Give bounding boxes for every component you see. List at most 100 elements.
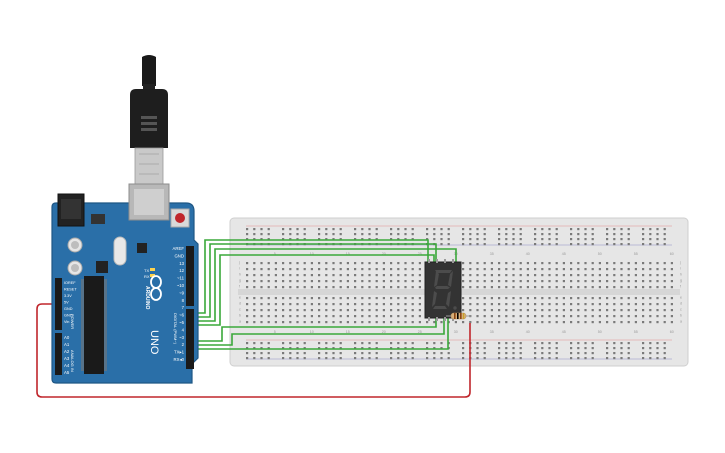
breadboard-hole[interactable] [282, 321, 285, 324]
breadboard-hole[interactable] [354, 268, 357, 271]
breadboard-hole[interactable] [541, 262, 544, 265]
wire-green-7[interactable] [191, 318, 449, 350]
breadboard-hole[interactable] [555, 243, 558, 246]
breadboard-hole[interactable] [577, 228, 580, 231]
breadboard-hole[interactable] [541, 309, 544, 312]
breadboard-hole[interactable] [310, 274, 313, 277]
breadboard-hole[interactable] [368, 238, 371, 241]
breadboard-hole[interactable] [526, 274, 529, 277]
breadboard-hole[interactable] [555, 352, 558, 355]
breadboard-hole[interactable] [397, 268, 400, 271]
breadboard-hole[interactable] [476, 280, 479, 283]
breadboard-hole[interactable] [627, 321, 630, 324]
breadboard-hole[interactable] [440, 243, 443, 246]
breadboard-hole[interactable] [649, 309, 652, 312]
breadboard-hole[interactable] [397, 342, 400, 345]
breadboard-hole[interactable] [382, 297, 385, 300]
breadboard-hole[interactable] [598, 297, 601, 300]
breadboard-hole[interactable] [267, 228, 270, 231]
breadboard-hole[interactable] [598, 286, 601, 289]
breadboard-hole[interactable] [519, 321, 522, 324]
breadboard-hole[interactable] [483, 357, 486, 360]
breadboard-hole[interactable] [642, 342, 645, 345]
breadboard-hole[interactable] [325, 262, 328, 265]
breadboard-hole[interactable] [397, 280, 400, 283]
breadboard-hole[interactable] [634, 315, 637, 318]
breadboard-hole[interactable] [613, 238, 616, 241]
breadboard-hole[interactable] [562, 321, 565, 324]
breadboard-hole[interactable] [584, 342, 587, 345]
breadboard-hole[interactable] [483, 228, 486, 231]
breadboard-hole[interactable] [332, 309, 335, 312]
wire-red-gnd[interactable] [36, 303, 471, 398]
breadboard-hole[interactable] [656, 309, 659, 312]
breadboard-hole[interactable] [354, 347, 357, 350]
breadboard-hole[interactable] [649, 286, 652, 289]
breadboard-hole[interactable] [289, 357, 292, 360]
breadboard-hole[interactable] [469, 233, 472, 236]
breadboard-hole[interactable] [620, 303, 623, 306]
breadboard-hole[interactable] [634, 286, 637, 289]
breadboard-hole[interactable] [534, 286, 537, 289]
breadboard-hole[interactable] [656, 243, 659, 246]
breadboard-hole[interactable] [339, 238, 342, 241]
breadboard-hole[interactable] [598, 303, 601, 306]
breadboard-hole[interactable] [296, 274, 299, 277]
breadboard-hole[interactable] [289, 309, 292, 312]
breadboard-hole[interactable] [397, 321, 400, 324]
breadboard-hole[interactable] [620, 228, 623, 231]
breadboard-hole[interactable] [390, 352, 393, 355]
breadboard-hole[interactable] [354, 233, 357, 236]
breadboard-hole[interactable] [253, 262, 256, 265]
breadboard-hole[interactable] [512, 286, 515, 289]
breadboard-hole[interactable] [318, 347, 321, 350]
breadboard-hole[interactable] [303, 233, 306, 236]
breadboard-hole[interactable] [404, 262, 407, 265]
breadboard-hole[interactable] [534, 315, 537, 318]
breadboard-hole[interactable] [469, 268, 472, 271]
breadboard-hole[interactable] [613, 243, 616, 246]
breadboard-hole[interactable] [440, 228, 443, 231]
breadboard-hole[interactable] [613, 352, 616, 355]
breadboard-hole[interactable] [303, 321, 306, 324]
breadboard-hole[interactable] [642, 315, 645, 318]
breadboard-hole[interactable] [505, 286, 508, 289]
breadboard-hole[interactable] [476, 238, 479, 241]
breadboard-hole[interactable] [570, 309, 573, 312]
breadboard-hole[interactable] [246, 357, 249, 360]
breadboard-hole[interactable] [620, 243, 623, 246]
breadboard-hole[interactable] [548, 309, 551, 312]
breadboard-hole[interactable] [404, 347, 407, 350]
breadboard-hole[interactable] [418, 262, 421, 265]
breadboard-hole[interactable] [526, 280, 529, 283]
breadboard-hole[interactable] [649, 233, 652, 236]
breadboard-hole[interactable] [498, 297, 501, 300]
breadboard-hole[interactable] [253, 357, 256, 360]
breadboard-hole[interactable] [512, 315, 515, 318]
breadboard-hole[interactable] [469, 228, 472, 231]
breadboard-hole[interactable] [591, 357, 594, 360]
seven-segment-display[interactable] [424, 259, 462, 321]
breadboard-hole[interactable] [332, 315, 335, 318]
breadboard-hole[interactable] [505, 347, 508, 350]
breadboard-hole[interactable] [555, 228, 558, 231]
breadboard-hole[interactable] [598, 315, 601, 318]
breadboard-hole[interactable] [253, 352, 256, 355]
breadboard-hole[interactable] [469, 303, 472, 306]
breadboard-hole[interactable] [303, 228, 306, 231]
breadboard-hole[interactable] [656, 280, 659, 283]
breadboard-hole[interactable] [541, 352, 544, 355]
breadboard-hole[interactable] [267, 268, 270, 271]
breadboard-hole[interactable] [390, 309, 393, 312]
breadboard-hole[interactable] [246, 286, 249, 289]
wire-green-1[interactable] [191, 239, 429, 314]
breadboard-hole[interactable] [591, 274, 594, 277]
breadboard-hole[interactable] [296, 280, 299, 283]
breadboard-hole[interactable] [649, 321, 652, 324]
breadboard-hole[interactable] [526, 315, 529, 318]
breadboard-hole[interactable] [627, 243, 630, 246]
breadboard-hole[interactable] [325, 228, 328, 231]
breadboard-hole[interactable] [368, 233, 371, 236]
breadboard-hole[interactable] [584, 286, 587, 289]
breadboard-hole[interactable] [296, 347, 299, 350]
